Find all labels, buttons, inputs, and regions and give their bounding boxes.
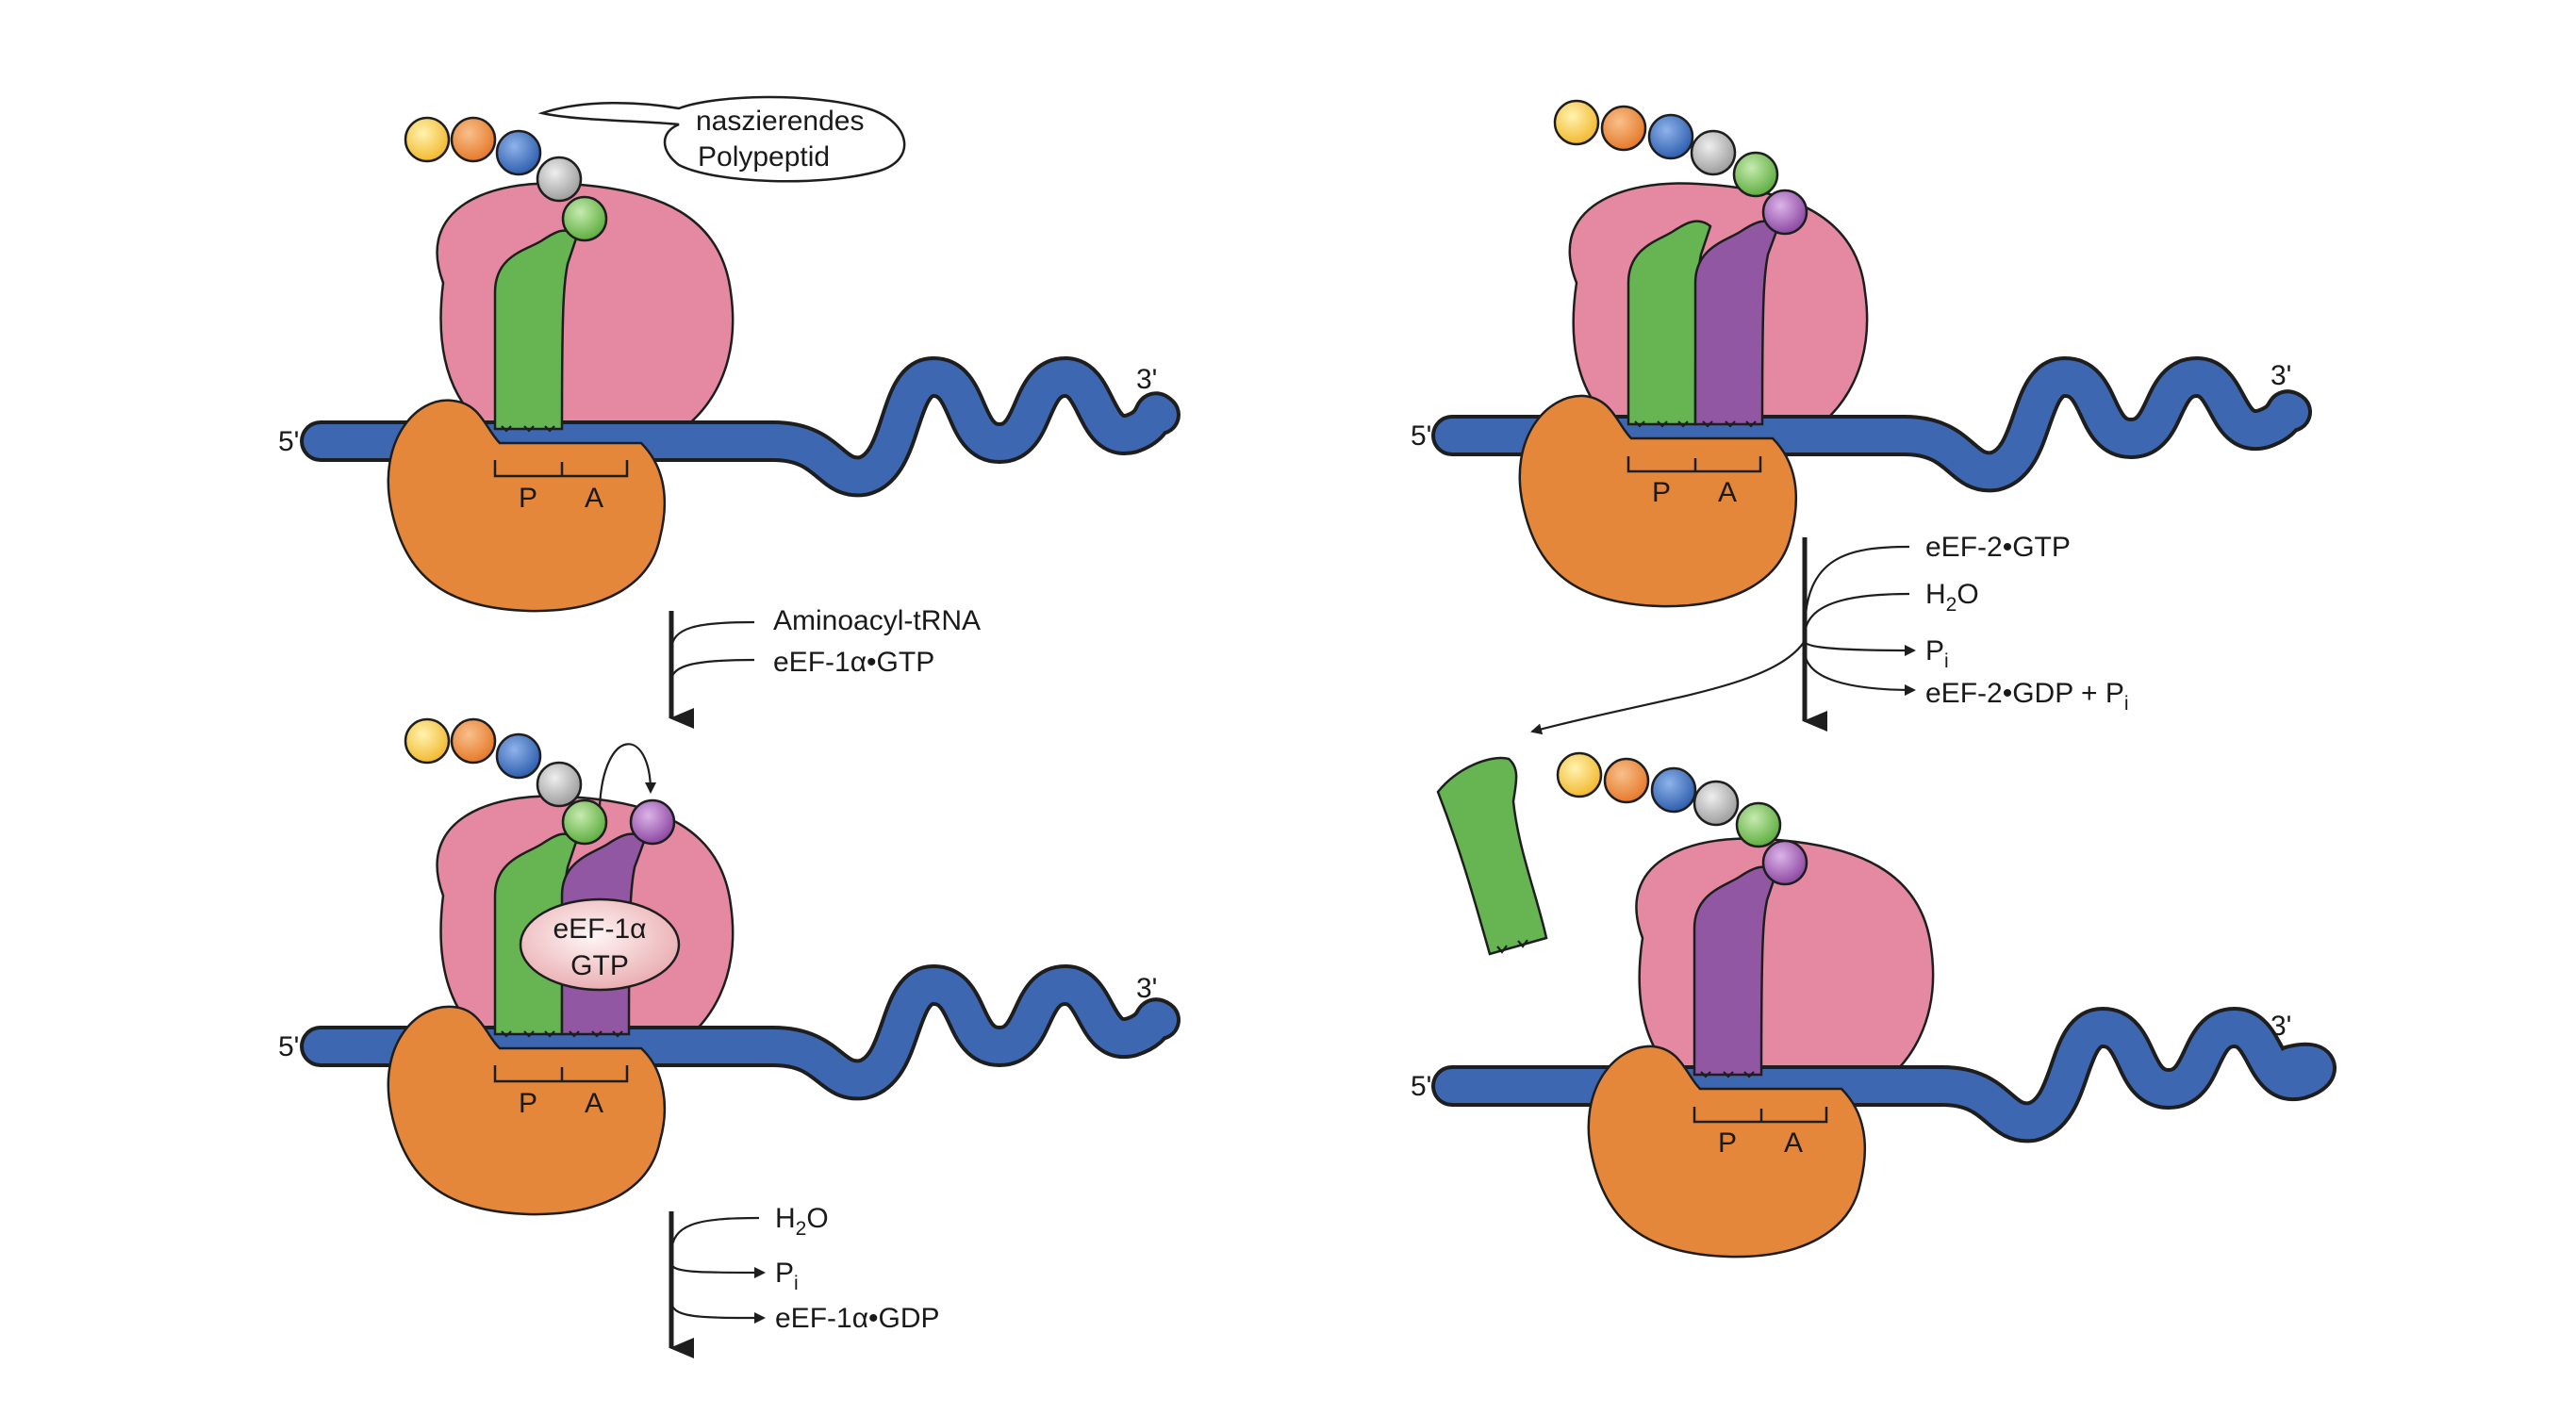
bead-yellow: [404, 116, 451, 163]
bead-blue: [495, 732, 542, 780]
nascent-polypeptide: [1556, 751, 1808, 886]
five-prime-label: 5': [1411, 1071, 1431, 1102]
small-subunit: [1518, 394, 1797, 608]
mrna-strand: [1431, 1007, 2337, 1144]
panel-aminoacyl-trna-delivery: eEF-1α GTP P A 5' 3': [278, 717, 1181, 1216]
site-a-label: A: [585, 1088, 603, 1119]
bead-yellow: [404, 717, 451, 765]
nascent-polypeptide: [404, 717, 676, 846]
bead-green: [1732, 151, 1779, 198]
bead-gray: [1690, 129, 1737, 176]
mrna-strand: [300, 356, 1181, 498]
bracket-p-a: P A: [1627, 456, 1762, 508]
bead-blue: [1650, 766, 1697, 814]
bead-yellow: [1556, 751, 1603, 798]
small-subunit: [387, 1005, 666, 1216]
three-prime-label: 3': [2271, 360, 2291, 391]
nascent-polypeptide: [404, 116, 608, 242]
bead-orange: [1600, 105, 1647, 152]
reactant-water: H2O: [775, 1203, 829, 1240]
reactant-aminoacyl-trna: Aminoacyl-tRNA: [773, 605, 981, 636]
bracket-p-a: P A: [493, 1065, 629, 1119]
transfer-arrow: [598, 743, 656, 808]
bead-orange: [1603, 757, 1650, 804]
mrna-strand: [1431, 356, 2312, 493]
bead-purple: [1761, 189, 1808, 236]
bead-gray: [536, 156, 583, 203]
small-subunit: [387, 399, 666, 613]
bead-blue: [1647, 113, 1694, 160]
callout-bubble: naszierendes Polypeptid: [537, 95, 906, 183]
factor-line1: eEF-1α: [553, 913, 646, 945]
five-prime-label: 5': [1411, 420, 1431, 452]
eef1a-gtp-bubble: eEF-1α GTP: [519, 897, 681, 992]
three-prime-label: 3': [2271, 1011, 2291, 1042]
five-prime-label: 5': [278, 426, 299, 457]
arrow-step1: Aminoacyl-tRNA eEF-1α•GTP: [669, 605, 981, 729]
site-p-label: P: [519, 1088, 537, 1119]
three-prime-label: 3': [1136, 364, 1157, 395]
panel-peptide-bond-formed: P A 5' 3': [1411, 99, 2312, 608]
three-prime-label: 3': [1136, 973, 1157, 1004]
bead-gray: [536, 761, 583, 808]
bead-gray: [1693, 780, 1740, 827]
bracket-p-a: P A: [1693, 1107, 1828, 1159]
arrow-step2: H2O Pi eEF-1α•GDP: [669, 1203, 940, 1358]
bead-purple: [1761, 839, 1808, 886]
product-pi: Pi: [775, 1258, 799, 1294]
bead-green: [561, 798, 608, 846]
bead-green: [1735, 801, 1782, 848]
callout-line1: naszierendes: [696, 106, 864, 137]
reactant-water: H2O: [1925, 579, 1979, 616]
product-eef2-gdp-pi: eEF-2•GDP + Pi: [1925, 678, 2129, 715]
site-p-label: P: [519, 483, 537, 514]
bead-purple: [629, 798, 676, 846]
reactant-eef1a-gtp: eEF-1α•GTP: [773, 647, 934, 678]
bead-blue: [495, 129, 542, 176]
mrna-strand: [300, 964, 1181, 1101]
bead-yellow: [1553, 99, 1600, 146]
site-a-label: A: [1718, 477, 1737, 508]
bracket-p-a: P A: [493, 460, 629, 514]
bead-orange: [450, 116, 497, 163]
arrow-step3: eEF-2•GTP H2O Pi eEF-2•GDP + Pi: [1530, 532, 2129, 735]
five-prime-label: 5': [278, 1031, 299, 1062]
panel-after-translocation: P A 5' 3': [1411, 751, 2337, 1259]
small-subunit: [1587, 1045, 1866, 1259]
panel-peptidyl-trna-bound: P A naszierendes Polypeptid 5' 3': [278, 95, 1181, 613]
reactant-eef2-gtp: eEF-2•GTP: [1925, 532, 2071, 563]
bead-green: [561, 195, 608, 242]
product-eef1a-gdp: eEF-1α•GDP: [775, 1303, 940, 1334]
factor-line2: GTP: [570, 950, 629, 981]
site-p-label: P: [1652, 477, 1671, 508]
callout-line2: Polypeptid: [698, 141, 830, 173]
released-trna-arrow: [1530, 640, 1806, 735]
site-a-label: A: [585, 483, 603, 514]
nascent-polypeptide: [1553, 99, 1808, 236]
site-a-label: A: [1784, 1127, 1803, 1159]
released-trna: [1436, 756, 1548, 956]
site-p-label: P: [1718, 1127, 1737, 1159]
product-pi: Pi: [1925, 635, 1949, 672]
bead-orange: [450, 717, 497, 765]
